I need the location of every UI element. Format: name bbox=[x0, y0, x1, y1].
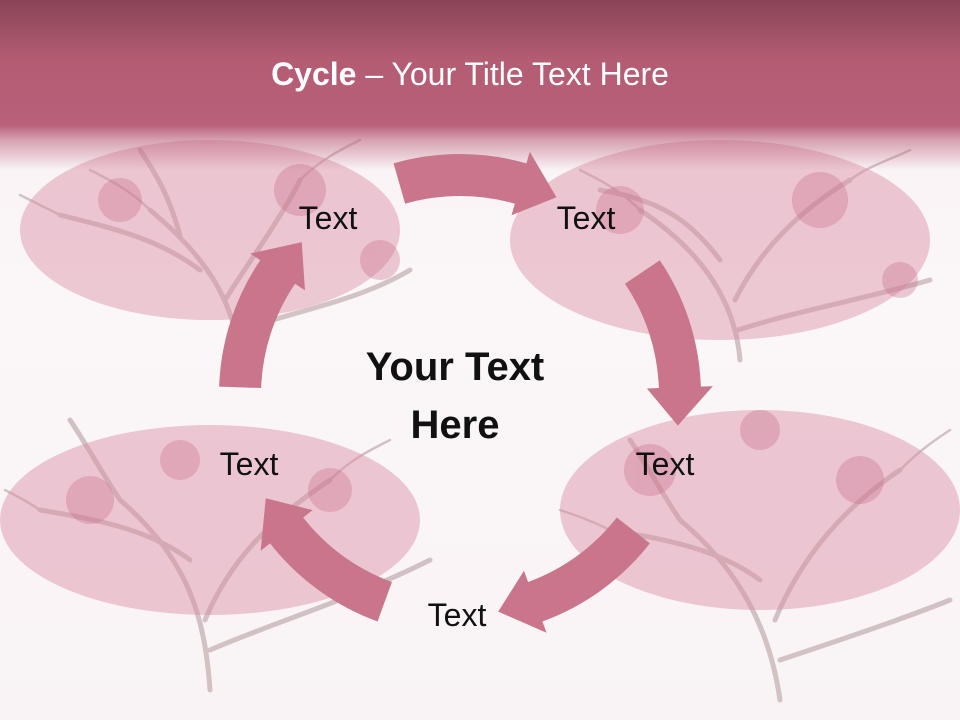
center-text: Your Text Here bbox=[340, 338, 570, 454]
cycle-label-4: Text bbox=[427, 597, 487, 633]
cycle-arrow-5 bbox=[219, 242, 305, 389]
cycle-arrow-2 bbox=[624, 260, 713, 426]
cycle-label-3: Text bbox=[635, 446, 695, 482]
cycle-label-5: Text bbox=[219, 446, 279, 482]
cycle-label-1: Text bbox=[298, 200, 358, 236]
cycle-arrow-1 bbox=[393, 151, 557, 216]
title-bar bbox=[0, 0, 960, 170]
title-rest: – Your Title Text Here bbox=[356, 56, 669, 92]
cycle-arrow-3 bbox=[498, 517, 650, 633]
center-text-line-2: Here bbox=[410, 403, 500, 447]
title-bold: Cycle bbox=[271, 56, 357, 92]
center-text-line-1: Your Text bbox=[365, 345, 545, 389]
cycle-label-2: Text bbox=[556, 200, 616, 236]
cycle-arrow-4 bbox=[260, 498, 392, 622]
slide-title: Cycle – Your Title Text Here bbox=[0, 56, 940, 93]
